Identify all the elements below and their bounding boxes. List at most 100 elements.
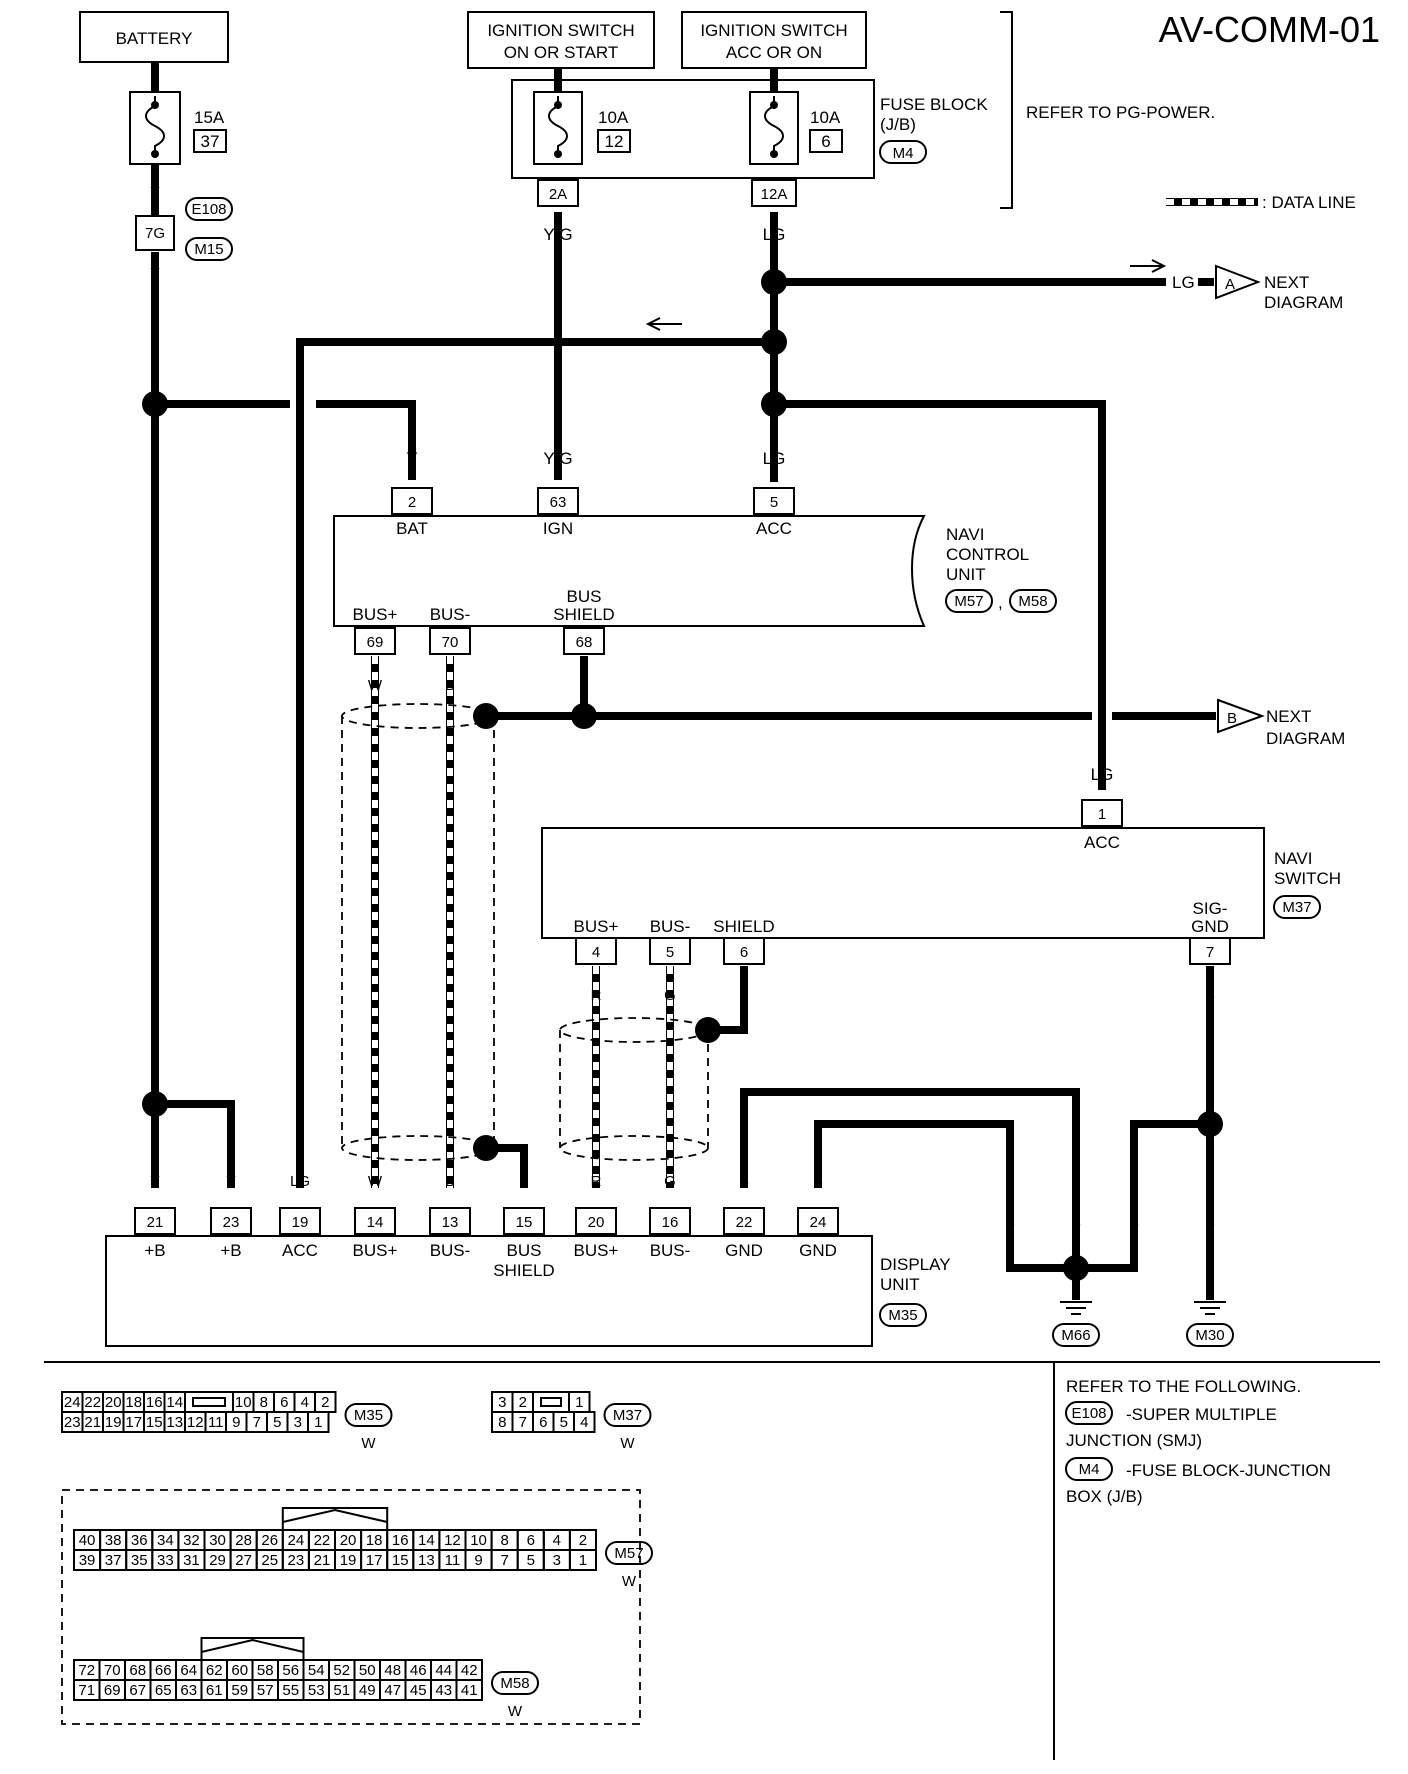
svg-text:5: 5 — [666, 944, 674, 961]
svg-text:B: B — [1071, 1215, 1081, 1232]
svg-text:Y: Y — [150, 184, 160, 201]
svg-text:BUS-: BUS- — [430, 1241, 471, 1260]
pin-number: 71 — [78, 1682, 95, 1699]
pin-number: 55 — [282, 1682, 299, 1699]
svg-text:BUS-: BUS- — [430, 605, 471, 624]
svg-text:B: B — [739, 1173, 749, 1190]
svg-text:M58: M58 — [1018, 593, 1047, 610]
pin-number: 27 — [235, 1552, 252, 1569]
svg-text:UNIT: UNIT — [946, 565, 986, 584]
connector-id: M37 — [613, 1407, 642, 1424]
svg-text:B: B — [445, 677, 455, 694]
svg-text:BUS-: BUS- — [650, 1241, 691, 1260]
pin-number: 5 — [560, 1414, 568, 1431]
pin-number: 67 — [129, 1682, 146, 1699]
svg-text:DIAGRAM: DIAGRAM — [1264, 293, 1343, 312]
svg-text:REFER TO THE FOLLOWING.: REFER TO THE FOLLOWING. — [1066, 1377, 1301, 1396]
pin-number: 42 — [461, 1662, 478, 1679]
svg-text:G: G — [664, 1173, 676, 1190]
svg-text:: DATA LINE: : DATA LINE — [1262, 193, 1356, 212]
pin-number: 36 — [131, 1532, 148, 1549]
navi-switch: LG 1 ACC NAVI SWITCH M37 BUS+ 4 R BUS- 5… — [541, 765, 1341, 1004]
svg-text:LG: LG — [1172, 273, 1195, 292]
connector-id: M58 — [500, 1675, 529, 1692]
pin-number: 65 — [155, 1682, 172, 1699]
svg-text:B: B — [813, 1173, 823, 1190]
pin-number: 64 — [180, 1662, 197, 1679]
pin-number: 3 — [553, 1552, 561, 1569]
pin-number: 63 — [180, 1682, 197, 1699]
pin-cell — [568, 1391, 591, 1413]
svg-text:70: 70 — [442, 634, 459, 651]
svg-text:Y: Y — [406, 449, 417, 468]
svg-text:10A: 10A — [810, 108, 841, 127]
pin-number: 66 — [155, 1662, 172, 1679]
pin-number: 15 — [392, 1552, 409, 1569]
pin-number: 14 — [418, 1532, 435, 1549]
svg-text:,: , — [998, 593, 1003, 612]
pin-number: 4 — [580, 1414, 588, 1431]
pin-number: 46 — [410, 1662, 427, 1679]
svg-text:(J/B): (J/B) — [880, 115, 916, 134]
svg-text:M35: M35 — [888, 1307, 917, 1324]
pin-number: 54 — [308, 1662, 325, 1679]
wires — [151, 62, 1216, 1300]
pin-number: 12 — [187, 1414, 204, 1431]
pin-number: 56 — [282, 1662, 299, 1679]
pin-number: 10 — [235, 1394, 252, 1411]
pin-number: 7 — [519, 1414, 527, 1431]
connector-id: M35 — [354, 1407, 383, 1424]
svg-text:NAVI: NAVI — [1274, 849, 1312, 868]
pin-number: 60 — [231, 1662, 248, 1679]
pin-number: 3 — [498, 1394, 506, 1411]
lock-tab-icon — [540, 1397, 562, 1407]
pin-number: 2 — [321, 1394, 329, 1411]
fuse-6: 10A 6 — [749, 91, 843, 165]
pin-cell — [455, 1659, 483, 1681]
pin-number: 25 — [261, 1552, 278, 1569]
svg-text:4: 4 — [592, 944, 600, 961]
battery-label: BATTERY — [116, 29, 193, 48]
pin-number: 62 — [206, 1662, 223, 1679]
pin-number: 50 — [359, 1662, 376, 1679]
pin-number: 58 — [257, 1662, 274, 1679]
ground-m30: B M30 — [1186, 1215, 1234, 1347]
svg-text:15A: 15A — [194, 108, 225, 127]
fuse-37: 15A 37 — [129, 91, 227, 165]
svg-text:1: 1 — [1098, 806, 1106, 823]
svg-text:7: 7 — [1206, 944, 1214, 961]
pin-number: 31 — [183, 1552, 200, 1569]
svg-text:2A: 2A — [549, 186, 567, 203]
m57-m58-dashed-frame — [61, 1489, 641, 1725]
pin-number: 45 — [410, 1682, 427, 1699]
svg-text:LG: LG — [1091, 765, 1114, 784]
pin-number: 10 — [470, 1532, 487, 1549]
svg-text:BUS+: BUS+ — [353, 1241, 398, 1260]
splice-points — [142, 269, 1223, 1281]
connector-tag — [491, 1671, 539, 1695]
battery-source: BATTERY — [79, 11, 229, 63]
connector-id: M57 — [614, 1545, 643, 1562]
svg-text:37: 37 — [201, 132, 220, 151]
pin-number: 5 — [527, 1552, 535, 1569]
diagram-title: AV-COMM-01 — [1159, 9, 1380, 50]
pin-number: 9 — [474, 1552, 482, 1569]
pin-number: 7 — [500, 1552, 508, 1569]
fuse-block-refer: REFER TO PG-POWER. — [1026, 103, 1215, 122]
pin-number: 39 — [79, 1552, 96, 1569]
pin-number: 40 — [79, 1532, 96, 1549]
svg-text:M66: M66 — [1061, 1327, 1090, 1344]
pin-number: 2 — [579, 1532, 587, 1549]
svg-text:BUS+: BUS+ — [574, 1241, 619, 1260]
svg-text:NEXT: NEXT — [1266, 707, 1311, 726]
svg-text:SHIELD: SHIELD — [553, 605, 614, 624]
svg-text:JUNCTION (SMJ): JUNCTION (SMJ) — [1066, 1431, 1202, 1450]
pin-number: 8 — [500, 1532, 508, 1549]
connector-color: W — [620, 1435, 635, 1452]
pin-number: 17 — [125, 1414, 142, 1431]
connector-color: W — [508, 1703, 523, 1720]
pin-number: 4 — [553, 1532, 561, 1549]
